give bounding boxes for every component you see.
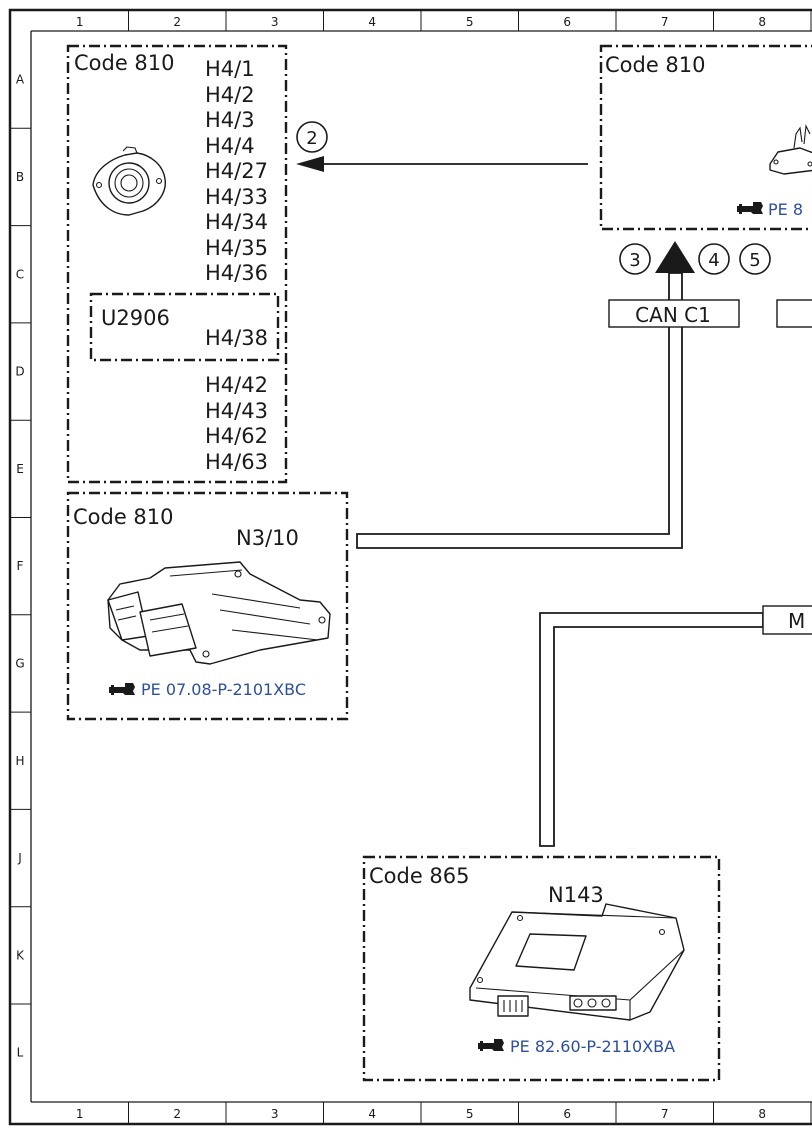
bus-label: CAN C1 — [635, 303, 711, 327]
reference-hand-icon — [109, 683, 135, 695]
pin-label: H4/1 — [205, 57, 255, 81]
pin-label: H4/35 — [205, 236, 268, 260]
marker-3: 3 — [619, 243, 651, 275]
row-label: L — [17, 1046, 24, 1060]
column-label: 5 — [466, 15, 474, 29]
column-label: 8 — [758, 1107, 766, 1121]
control-module-icon — [469, 903, 685, 1021]
pin-label: H4/63 — [205, 450, 268, 474]
ecu-component-id: N3/10 — [236, 526, 299, 550]
pin-label: H4/4 — [205, 134, 255, 158]
column-label: 2 — [173, 15, 181, 29]
column-label: 1 — [76, 1107, 84, 1121]
head-unit-icon — [769, 124, 812, 175]
column-label: 3 — [271, 15, 279, 29]
marker-label: 4 — [708, 250, 719, 271]
head-unit-reference[interactable]: PE 8 — [768, 200, 803, 219]
row-label: H — [15, 754, 24, 768]
speaker-icon — [92, 146, 166, 216]
speaker-box-code: Code 810 — [74, 51, 175, 75]
ecu-box-frame — [66, 491, 349, 721]
outer-frame — [8, 8, 812, 1126]
column-label: 8 — [758, 15, 766, 29]
ecu-box-code: Code 810 — [73, 505, 174, 529]
can-c1-bus: CAN C1 — [356, 241, 812, 549]
column-label: 6 — [563, 1107, 571, 1121]
pin-label: H4/42 — [205, 373, 268, 397]
column-label: 4 — [368, 15, 376, 29]
pin-label: H4/3 — [205, 108, 255, 132]
ecu-reference[interactable]: PE 07.08-P-2101XBC — [141, 680, 306, 699]
truncated-bus-label-box — [776, 299, 812, 328]
reference-hand-icon — [737, 202, 763, 214]
column-label: 4 — [368, 1107, 376, 1121]
row-label: E — [16, 462, 24, 476]
marker-label: 3 — [629, 250, 640, 271]
ecu-box: Code 810 N3/10 PE 07.08-P-2101XBC — [66, 491, 349, 721]
pin-label: H4/38 — [205, 326, 268, 350]
marker-4: 4 — [698, 243, 730, 275]
marker-5: 5 — [739, 243, 771, 275]
pin-label: H4/33 — [205, 185, 268, 209]
sub-box-code: U2906 — [101, 306, 170, 330]
column-label: 7 — [661, 15, 669, 29]
column-label: 5 — [466, 1107, 474, 1121]
marker-2: 2 — [296, 121, 328, 153]
row-label: C — [16, 267, 24, 281]
bus-to-n143: M — [539, 605, 812, 847]
bus-double-line — [356, 272, 683, 549]
bus-label-box — [608, 299, 740, 328]
column-label: 1 — [76, 15, 84, 29]
engine-control-unit-icon — [107, 561, 331, 665]
row-label: D — [15, 365, 24, 379]
row-label: K — [16, 948, 25, 962]
head-unit-box-frame — [599, 44, 812, 231]
row-label: J — [17, 851, 22, 865]
reference-hand-icon — [478, 1039, 504, 1051]
column-label: 6 — [563, 15, 571, 29]
row-label: G — [15, 656, 24, 670]
column-label: 2 — [173, 1107, 181, 1121]
marker-label: 5 — [749, 250, 760, 271]
module-component-id: N143 — [548, 883, 604, 907]
row-label: A — [16, 73, 25, 87]
speaker-box: Code 810 H4/1 H4/2 H4/3 H4/4 H4/27 H4/33… — [66, 44, 288, 484]
pin-label: H4/2 — [205, 83, 255, 107]
module-reference[interactable]: PE 82.60-P-2110XBA — [510, 1037, 675, 1056]
pin-label: H4/27 — [205, 159, 268, 183]
bus-arrow-up — [655, 241, 695, 273]
pin-label: H4/36 — [205, 261, 268, 285]
column-label: 7 — [661, 1107, 669, 1121]
pin-label: H4/34 — [205, 210, 268, 234]
truncated-bus-label: M — [788, 609, 805, 633]
signal-arrow-left — [296, 156, 588, 172]
u2906-sub-box-frame — [89, 292, 280, 362]
speaker-box-frame — [66, 44, 288, 484]
column-label: 3 — [271, 1107, 279, 1121]
pin-label: H4/62 — [205, 424, 268, 448]
module-box: Code 865 N143 PE 82.60-P-2110XBA — [362, 855, 721, 1082]
row-label: B — [16, 170, 24, 184]
head-unit-box-code: Code 810 — [605, 53, 706, 77]
u2906-sub-box: U2906 H4/38 — [89, 292, 280, 362]
head-unit-box: Code 810 PE 8 — [599, 44, 812, 231]
bus-double-line — [539, 612, 764, 847]
row-label: F — [17, 559, 24, 573]
module-box-frame — [362, 855, 721, 1082]
marker-label: 2 — [306, 128, 317, 149]
pin-label: H4/43 — [205, 399, 268, 423]
module-box-code: Code 865 — [369, 864, 470, 888]
truncated-bus-label-box — [762, 605, 812, 635]
